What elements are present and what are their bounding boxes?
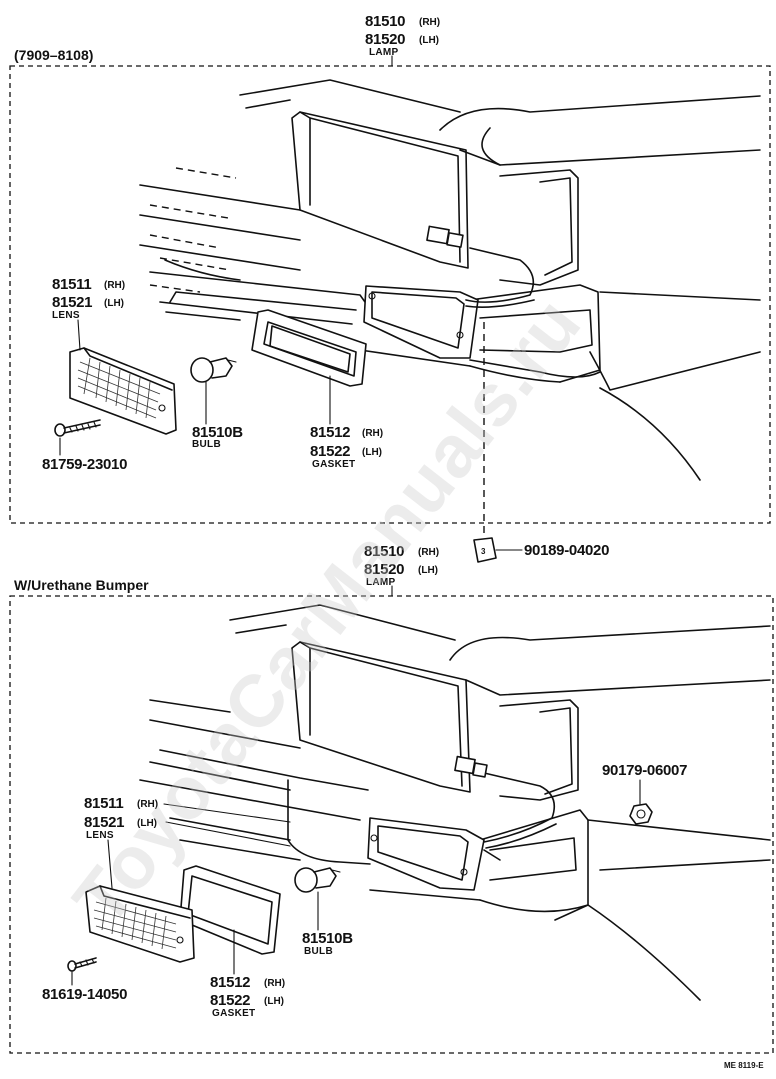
section-top: (7909–8108) 81510 (RH) 81520 (LH) LAMP	[9, 13, 771, 538]
lamp-assembly-bottom	[367, 755, 557, 891]
nut-pn: 90179-06007	[602, 762, 687, 779]
lens-pn-rh: 81511	[84, 795, 123, 812]
bulb-label-top: 81510B BULB	[192, 381, 244, 450]
gasket-pn-lh: 81522	[310, 443, 350, 460]
gasket-name: GASKET	[312, 459, 355, 470]
gasket-rh-suffix: (RH)	[264, 978, 285, 989]
section-bottom: W/Urethane Bumper 81510 (RH) 81520 (LH) …	[9, 543, 774, 1054]
lamp-lh-suffix: (LH)	[419, 35, 439, 46]
lens-pn-lh: 81521	[84, 814, 124, 831]
lamp-pn-rh: 81510	[364, 543, 404, 560]
gasket-name: GASKET	[212, 1008, 255, 1019]
lens-name: LENS	[52, 310, 80, 321]
car-body-bottom	[139, 604, 771, 1001]
section-top-border	[9, 65, 771, 524]
lamp-pn-rh: 81510	[365, 13, 405, 30]
screw-pn-bottom: 81619-14050	[42, 986, 127, 1003]
nut-part: 90179-06007	[602, 762, 687, 825]
lens-name: LENS	[86, 830, 114, 841]
screw-bottom	[67, 957, 97, 972]
gasket-top	[251, 309, 367, 387]
lens-lh-suffix: (LH)	[137, 818, 157, 829]
screw-top	[54, 419, 101, 437]
bulb-name: BULB	[304, 946, 333, 957]
clip-pn: 90189-04020	[524, 542, 609, 559]
clip-part: 3 90189-04020	[473, 537, 609, 563]
bulb-label-bottom: 81510B BULB	[302, 891, 354, 957]
lamp-assembly-top	[363, 225, 535, 359]
lamp-rh-suffix: (RH)	[419, 17, 440, 28]
gasket-pn-rh: 81512	[310, 424, 350, 441]
lens-pn-lh: 81521	[52, 294, 92, 311]
lamp-label-bottom: 81510 (RH) 81520 (LH) LAMP	[364, 543, 439, 597]
section-top-header: (7909–8108)	[14, 47, 93, 63]
lamp-pn-lh: 81520	[364, 561, 404, 578]
gasket-lh-suffix: (LH)	[362, 447, 382, 458]
lens-rh-suffix: (RH)	[137, 799, 158, 810]
lamp-name: LAMP	[369, 47, 399, 58]
screw-pn-top: 81759-23010	[42, 456, 127, 473]
lens-rh-suffix: (RH)	[104, 280, 125, 291]
car-body-top	[139, 79, 761, 481]
gasket-lh-suffix: (LH)	[264, 996, 284, 1007]
lamp-rh-suffix: (RH)	[418, 547, 439, 558]
lamp-lh-suffix: (LH)	[418, 565, 438, 576]
lamp-name: LAMP	[366, 577, 396, 588]
lens-pn-rh: 81511	[52, 276, 91, 293]
lens-bottom	[85, 885, 195, 963]
gasket-bottom	[179, 865, 281, 955]
lens-label-bottom: 81511 (RH) 81521 (LH) LENS	[84, 795, 291, 889]
lamp-label-top: 81510 (RH) 81520 (LH) LAMP	[365, 13, 440, 67]
lens-lh-suffix: (LH)	[104, 298, 124, 309]
gasket-pn-lh: 81522	[210, 992, 250, 1009]
gasket-label-top: 81512 (RH) 81522 (LH) GASKET	[310, 375, 383, 470]
lamp-pn-lh: 81520	[365, 31, 405, 48]
bulb-top	[190, 357, 237, 383]
gasket-pn-rh: 81512	[210, 974, 250, 991]
svg-text:3: 3	[481, 547, 486, 556]
bulb-pn: 81510B	[192, 424, 243, 441]
section-bottom-header: W/Urethane Bumper	[14, 577, 149, 593]
bulb-pn: 81510B	[302, 930, 353, 947]
bulb-name: BULB	[192, 439, 221, 450]
gasket-rh-suffix: (RH)	[362, 428, 383, 439]
lens-label-top: 81511 (RH) 81521 (LH) LENS	[52, 276, 125, 351]
gasket-label-bottom: 81512 (RH) 81522 (LH) GASKET	[210, 929, 285, 1019]
lens-top	[69, 347, 177, 435]
figure-ref: ME 8119-E	[724, 1061, 764, 1070]
bulb-bottom	[294, 867, 341, 893]
